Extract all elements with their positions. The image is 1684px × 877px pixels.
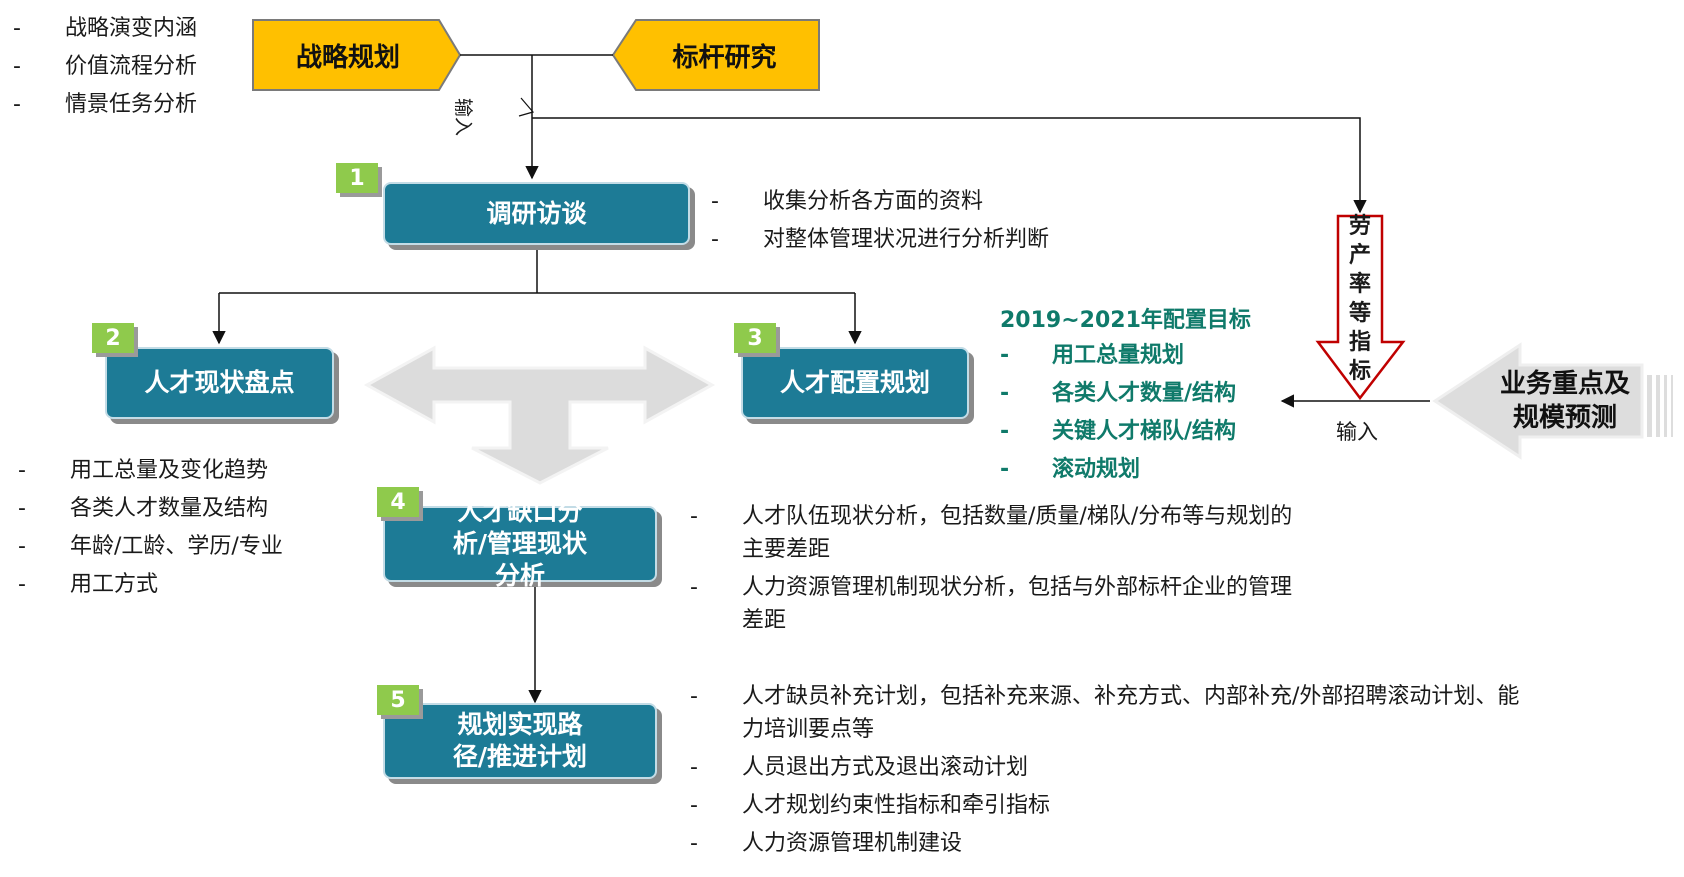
step-2-badge: 2: [92, 323, 134, 353]
step-2-box: 人才现状盘点: [105, 347, 334, 419]
step-2-bullets: 用工总量及变化趋势 各类人才数量及结构 年龄/工龄、学历/专业 用工方式: [18, 452, 283, 604]
list-item: 战略演变内涵: [13, 10, 197, 48]
step-1-badge: 1: [336, 163, 378, 193]
step-5-badge: 5: [377, 685, 419, 715]
list-item: 关键人才梯队/结构: [1000, 413, 1236, 451]
business-arrow-shape: [1432, 342, 1644, 460]
strategy-arrow-shape: [252, 19, 462, 91]
list-item: 收集分析各方面的资料: [711, 183, 1049, 221]
step-5-box: 规划实现路径/推进计划: [383, 703, 657, 779]
step-1-bullets: 收集分析各方面的资料 对整体管理状况进行分析判断: [711, 183, 1049, 259]
list-item: 年龄/工龄、学历/专业: [18, 528, 283, 566]
grey-t-arrow-shape: [363, 345, 716, 485]
step-3-title: 2019~2021年配置目标: [1000, 308, 1251, 333]
input-label-rotated: 输入: [452, 98, 474, 137]
step-4-badge: 4: [377, 487, 419, 517]
list-item: 人员退出方式及退出滚动计划: [690, 751, 1520, 784]
red-down-arrow-shape: [1315, 214, 1406, 401]
indicator-vertical-text: 劳产率等指标: [1348, 214, 1371, 384]
step-1-box: 调研访谈: [383, 182, 690, 245]
list-item: 各类人才数量及结构: [18, 490, 283, 528]
strategy-planning-label: 战略规划: [295, 42, 400, 73]
step-4-box: 人才缺口分析/管理现状分析: [383, 497, 657, 590]
strategy-factors-list: 战略演变内涵 价值流程分析 情景任务分析: [13, 10, 197, 124]
list-item: 价值流程分析: [13, 48, 197, 86]
list-item: 人才缺员补充计划，包括补充来源、补充方式、内部补充/外部招聘滚动计划、能力培训要…: [690, 680, 1520, 746]
list-item: 用工方式: [18, 566, 283, 604]
benchmark-arrow-shape: [611, 19, 820, 91]
input-label: 输入: [1336, 420, 1378, 444]
list-item: 用工总量规划: [1000, 337, 1236, 375]
list-item: 滚动规划: [1000, 451, 1236, 489]
list-item: 人力资源管理机制建设: [690, 827, 1520, 860]
list-item: 人力资源管理机制现状分析，包括与外部标杆企业的管理差距: [690, 571, 1300, 637]
list-item: 对整体管理状况进行分析判断: [711, 221, 1049, 259]
step-4-bullets: 人才队伍现状分析，包括数量/质量/梯队/分布等与规划的主要差距 人力资源管理机制…: [690, 500, 1300, 642]
step-3-badge: 3: [734, 323, 776, 353]
list-item: 人才队伍现状分析，包括数量/质量/梯队/分布等与规划的主要差距: [690, 500, 1300, 566]
benchmark-research-label: 标杆研究: [672, 42, 777, 73]
step-5-bullets: 人才缺员补充计划，包括补充来源、补充方式、内部补充/外部招聘滚动计划、能力培训要…: [690, 680, 1520, 865]
list-item: 情景任务分析: [13, 86, 197, 124]
list-item: 各类人才数量/结构: [1000, 375, 1236, 413]
list-item: 用工总量及变化趋势: [18, 452, 283, 490]
step-3-box: 人才配置规划: [741, 347, 969, 419]
list-item: 人才规划约束性指标和牵引指标: [690, 789, 1520, 822]
step-3-bullets: 用工总量规划 各类人才数量/结构 关键人才梯队/结构 滚动规划: [1000, 337, 1236, 489]
business-focus-label: 业务重点及规模预测: [1499, 369, 1630, 433]
